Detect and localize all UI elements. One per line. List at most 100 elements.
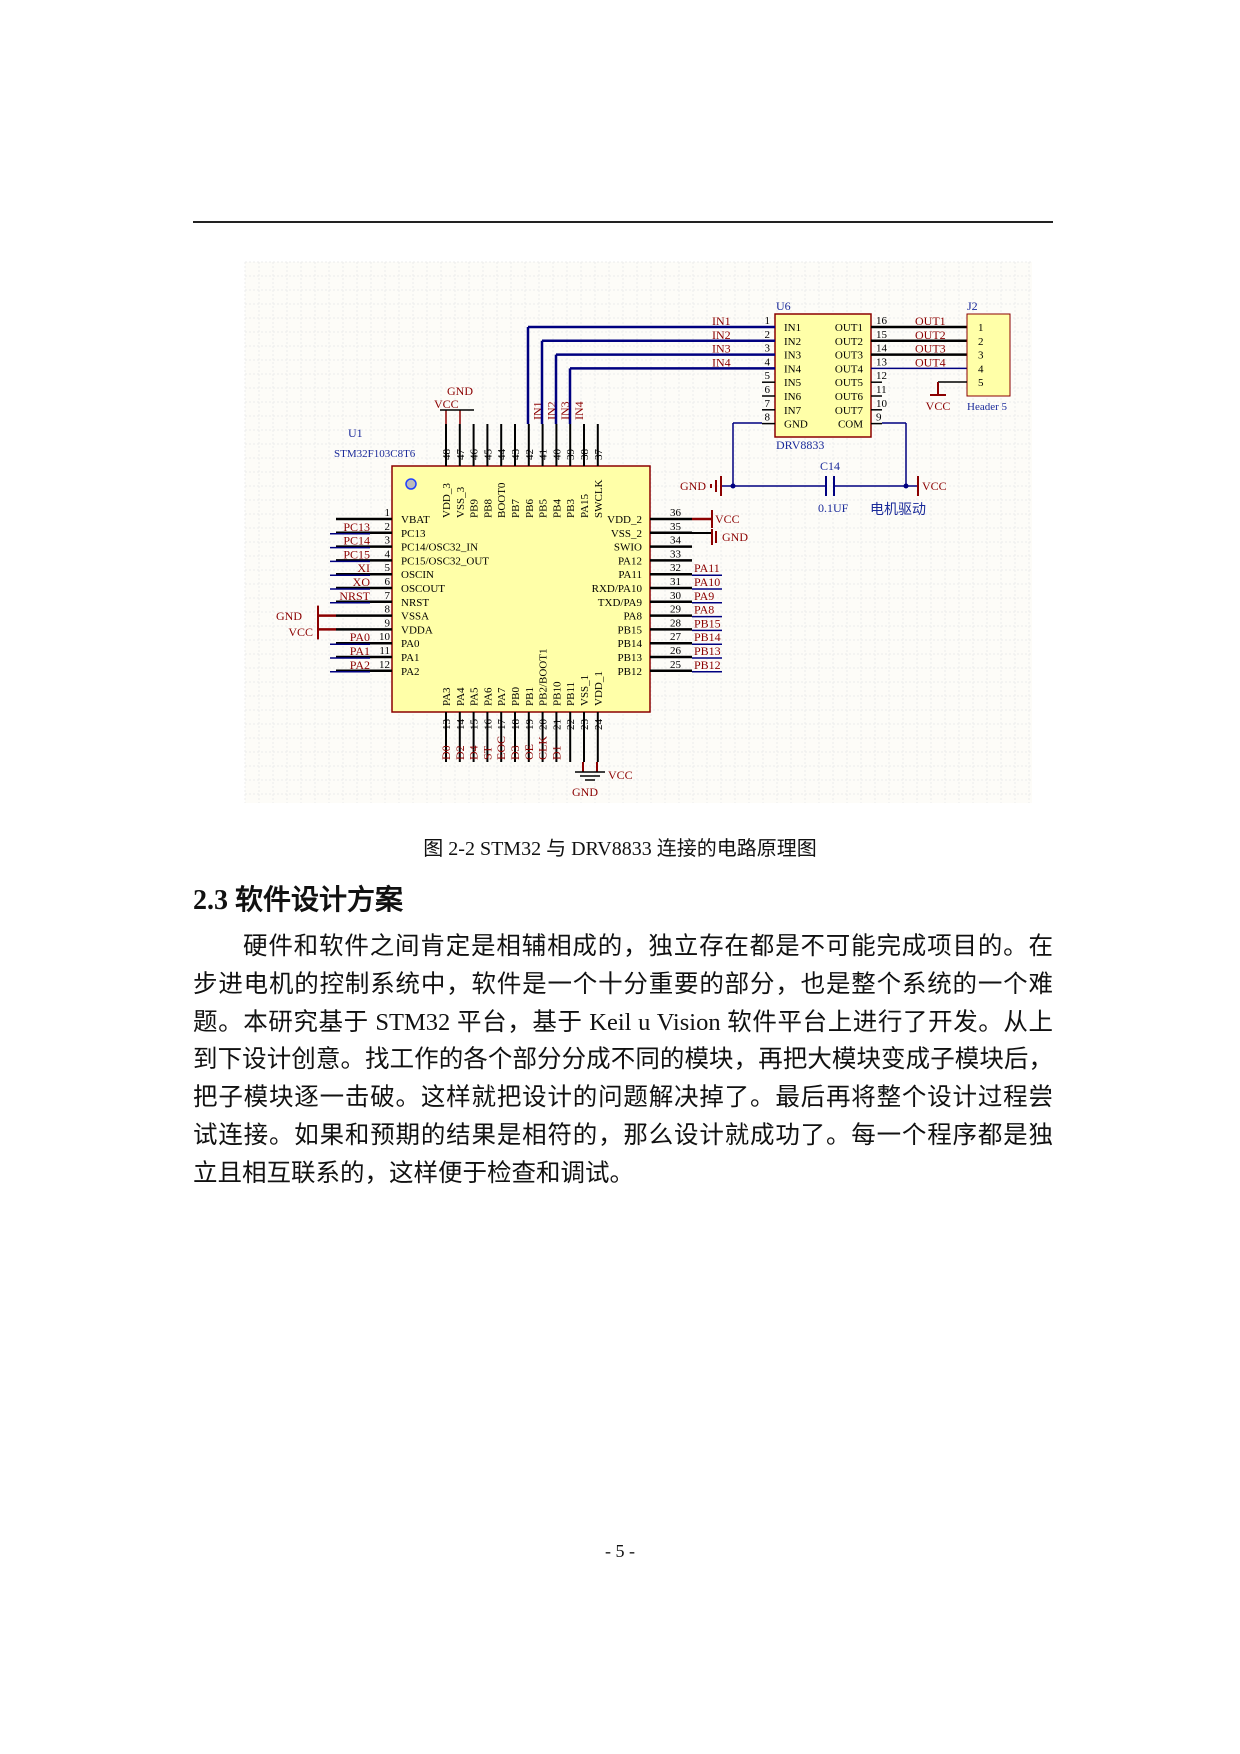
pin-number: 43: [510, 449, 522, 461]
pin-name: OSCIN: [401, 569, 434, 581]
c14-value: 0.1UF: [818, 501, 849, 515]
j2-body: [966, 313, 1011, 397]
pin-name: IN1: [784, 322, 801, 334]
net-label: PA0: [350, 630, 370, 644]
pin-name: PB9: [469, 499, 481, 518]
paragraph-line: 题。本研究基于 STM32 平台，基于 Keil u Vision 软件平台上进…: [193, 1008, 1053, 1036]
pin-number: 15: [469, 719, 481, 731]
junction-dot: [730, 483, 736, 489]
motor-driver-label: 电机驱动: [870, 502, 926, 518]
pin-name: OUT4: [835, 363, 864, 375]
net-label: D0: [439, 745, 453, 760]
pin-number: 22: [565, 719, 577, 730]
pin-name: PA5: [469, 687, 481, 706]
pin-name: IN6: [784, 391, 802, 403]
pin-number: 2: [765, 329, 771, 341]
net-label: OUT4: [915, 355, 946, 369]
pin-number: 5: [765, 370, 771, 382]
net-label: PA8: [694, 603, 714, 617]
pin-name: IN5: [784, 377, 802, 389]
net-label: D1: [549, 745, 563, 760]
pin-number: 26: [670, 645, 682, 657]
pin-name: IN3: [784, 350, 802, 362]
pin-name: PA3: [441, 687, 453, 706]
pin-number: 29: [670, 604, 682, 616]
net-label: PB15: [694, 616, 721, 630]
pin-name: PB11: [565, 682, 577, 706]
pin-name: COM: [838, 419, 863, 431]
pin-name: OUT1: [835, 322, 863, 334]
net-label: OE: [522, 744, 536, 760]
pin-number: 25: [670, 659, 682, 671]
pin-name: PC13: [401, 528, 426, 540]
pin-number: 7: [385, 590, 391, 602]
figure-caption: 图 2-2 STM32 与 DRV8833 连接的电路原理图: [423, 838, 817, 860]
pin-number: 4: [765, 356, 771, 368]
pin-number: 46: [469, 449, 481, 461]
pin-number: 7: [765, 398, 771, 410]
net-label: ST: [480, 745, 494, 760]
u1-part: STM32F103C8T6: [334, 448, 416, 460]
pin-name: PB14: [618, 638, 643, 650]
net-label: PC13: [343, 520, 370, 534]
net-label: NRST: [339, 589, 370, 603]
j2-part: Header 5: [967, 401, 1008, 413]
pin-name: IN2: [784, 336, 801, 348]
pin-name: PA6: [482, 687, 494, 706]
pin-number: 32: [670, 562, 681, 574]
paragraph-line: 硬件和软件之间肯定是相辅相成的，独立存在都是不可能完成项目的。在: [243, 933, 1053, 960]
pin-name: PB0: [510, 687, 522, 706]
pin-number: 10: [379, 631, 391, 643]
pin-number: 18: [510, 719, 522, 731]
net-label: PA2: [350, 658, 370, 672]
pin-number: 2: [978, 336, 984, 348]
pin-number: 5: [385, 562, 391, 574]
pin-number: 14: [876, 343, 888, 355]
paragraph-line: 把子模块逐一击破。这样就把设计的问题解决掉了。最后再将整个设计过程尝: [193, 1084, 1053, 1112]
u6-ref: U6: [776, 299, 791, 313]
net-label: PC14: [343, 534, 370, 548]
net-label: OUT1: [915, 314, 946, 328]
pin-number: 39: [565, 449, 577, 461]
pin-name: RXD/PA10: [592, 583, 643, 595]
net-label: OUT2: [915, 328, 946, 342]
pin-number: 11: [379, 645, 390, 657]
net-label: IN4: [572, 401, 586, 420]
paragraph-line: 到下设计创意。找工作的各个部分分成不同的模块，再把大模块变成子模块后，: [193, 1046, 1053, 1074]
pin-number: 14: [455, 719, 467, 731]
net-label: XO: [353, 575, 371, 589]
pin-number: 9: [385, 617, 391, 629]
pin-name: VSS_2: [611, 528, 642, 540]
net-label: OUT3: [915, 342, 946, 356]
junction-dot: [903, 483, 909, 489]
pin-number: 19: [524, 719, 536, 731]
pin-name: VBAT: [401, 514, 430, 526]
pin-number: 6: [385, 576, 391, 588]
gnd-label: GND: [722, 530, 748, 544]
pin-name: PB4: [551, 499, 563, 518]
u6-body: [774, 313, 872, 438]
pin-name: NRST: [401, 597, 429, 609]
pin-name: VSS_3: [455, 486, 467, 518]
net-label: PA11: [694, 561, 720, 575]
net-label: IN4: [712, 355, 731, 369]
header-rule: [193, 221, 1053, 223]
pin-number: 10: [876, 398, 888, 410]
pin-number: 20: [538, 719, 550, 731]
pin-number: 38: [579, 449, 591, 461]
net-label: PA9: [694, 589, 714, 603]
net-label: PB14: [694, 630, 721, 644]
pin-number: 3: [385, 535, 391, 547]
vcc-label: VCC: [434, 397, 459, 411]
pin-name: PA0: [401, 638, 420, 650]
section-body: 硬件和软件之间肯定是相辅相成的，独立存在都是不可能完成项目的。在步进电机的控制系…: [193, 928, 1053, 1193]
vcc-label: VCC: [288, 625, 313, 639]
pin-name: PB12: [618, 666, 642, 678]
pin-name: PC15/OSC32_OUT: [401, 555, 489, 567]
gnd-label: GND: [572, 785, 598, 799]
pin-name: SWCLK: [593, 479, 605, 518]
pin-number: 41: [538, 449, 550, 460]
u1-ref: U1: [348, 426, 363, 440]
pin-name: PA15: [579, 493, 591, 518]
pin-number: 3: [978, 350, 984, 362]
